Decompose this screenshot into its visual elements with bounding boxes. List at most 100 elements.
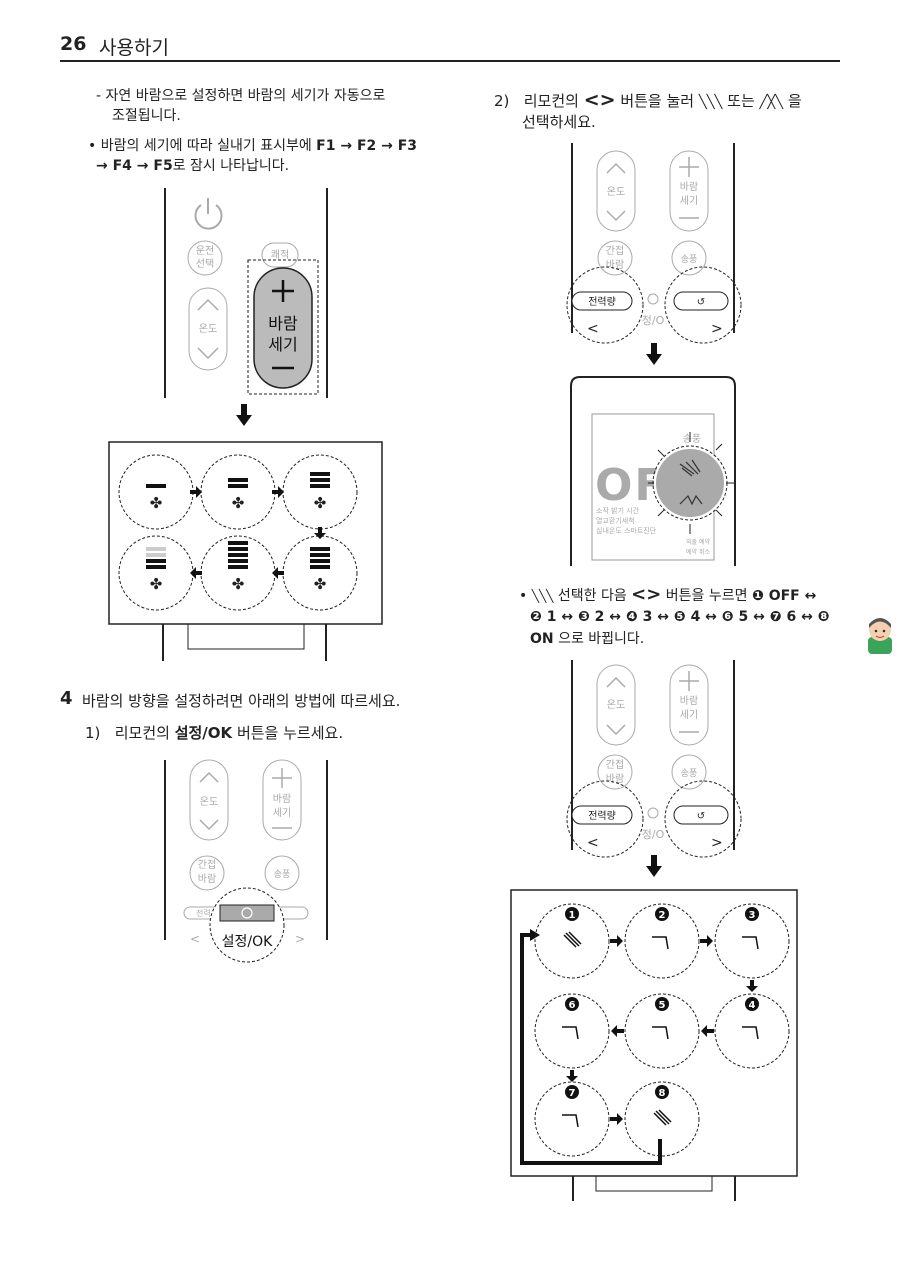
fan-level-circle (118, 454, 194, 530)
swing-icon (742, 1026, 759, 1040)
swing-icon (562, 1114, 579, 1128)
step-arrow (746, 980, 758, 992)
step-arrow (700, 935, 713, 947)
bullet-1-line-1: • 바람의 세기에 따라 실내기 표시부에 F1 → F2 → F3 (88, 138, 418, 154)
svg-text:송풍: 송풍 (681, 768, 698, 779)
remote-ok-figure: 온도 바람 세기 간접 바람 송풍 전력 < > 설정/OK (164, 759, 328, 963)
swing-icon (563, 931, 582, 948)
swing-icon (653, 1109, 672, 1126)
step-number-label: 8 (659, 1088, 666, 1099)
indoor-display-figure: 송풍 OFF 소작 밝기 시간 열교환기세척 실내온도 스마트진단 외출 예약 … (570, 376, 736, 566)
fan-level-bar (310, 559, 330, 563)
svg-text:간접: 간접 (198, 859, 216, 871)
svg-text:온도: 온도 (607, 186, 625, 198)
swing-step-circle (534, 903, 610, 979)
svg-text:정/O: 정/O (642, 314, 665, 327)
step-arrow (611, 1025, 624, 1037)
svg-text:송풍: 송풍 (681, 254, 698, 265)
svg-text:>: > (711, 321, 723, 337)
step-number-label: 5 (659, 1000, 666, 1011)
svg-text:전력량: 전력량 (588, 296, 616, 308)
fan-level-bar (146, 565, 166, 569)
step-number-badge (565, 997, 579, 1011)
fan-level-bar (310, 553, 330, 557)
step-number-badge (565, 907, 579, 921)
step-number-badge (655, 1085, 669, 1099)
note-line-2: 조절됩니다. (112, 108, 181, 124)
fan-level-bar (228, 484, 248, 488)
fan-level-bar (146, 484, 166, 488)
swing-icon (742, 936, 759, 950)
svg-text:세기: 세기 (273, 807, 291, 819)
svg-text:정/O: 정/O (642, 828, 665, 841)
swing-step-circle (624, 993, 700, 1069)
step-arrow (190, 567, 202, 579)
svg-text:바람: 바람 (680, 694, 698, 707)
svg-text:송풍: 송풍 (683, 433, 701, 445)
fan-level-bar (228, 541, 248, 545)
remote-swing-select-figure: 온도 바람 세기 간접 바람 송풍 정/O 전력량 < ↺ > (566, 143, 742, 344)
note-line-1: - 자연 바람으로 설정하면 바람의 세기가 자동으로 (96, 88, 386, 104)
step-4-number: 4 (60, 688, 73, 709)
svg-text:바람: 바람 (268, 314, 298, 333)
remote-fan-speed-figure: 운전 선택 쾌적 온도 바람 세기 (164, 188, 328, 398)
svg-text:<: < (587, 321, 599, 337)
svg-text:바람: 바람 (606, 772, 624, 785)
step-arrow (272, 486, 284, 498)
svg-text:전력량: 전력량 (588, 810, 616, 822)
swing-step-circle (534, 1081, 610, 1157)
svg-text:간접: 간접 (606, 759, 624, 771)
svg-text:>: > (711, 835, 723, 851)
fan-level-bar (310, 472, 330, 476)
swing-icon (652, 936, 669, 950)
fan-level-bar (146, 547, 166, 551)
step-number-label: 1 (569, 910, 576, 921)
fan-icon: ✤ (232, 494, 245, 512)
header-rule (60, 60, 840, 62)
bullet-2-line-3: ON 으로 바뀝니다. (530, 631, 645, 647)
svg-text:전력: 전력 (196, 908, 211, 918)
bullet-1-line-2: → F4 → F5로 잠시 나타납니다. (96, 158, 290, 174)
step-arrow (190, 486, 202, 498)
down-arrow-icon (646, 343, 662, 365)
down-arrow-icon (646, 855, 662, 877)
swing-icon: ╲╲╲ (531, 589, 554, 603)
svg-text:쾌적: 쾌적 (271, 249, 289, 261)
step-number-label: 2 (659, 910, 666, 921)
remote-swing-step-figure: 온도 바람 세기 간접 바람 송풍 정/O 전력량 < ↺ > (566, 660, 742, 858)
fan-icon: ✤ (232, 575, 245, 593)
mascot-icon (868, 618, 892, 654)
step-arrow (314, 527, 326, 539)
svg-text:바람: 바람 (606, 258, 624, 271)
svg-text:바람: 바람 (198, 872, 216, 885)
fan-level-circle (282, 454, 358, 530)
svg-text:열교환기세척: 열교환기세척 (596, 516, 635, 525)
svg-text:세기: 세기 (680, 195, 698, 207)
svg-text:설정/OK: 설정/OK (222, 934, 273, 950)
svg-text:실내온도 스마트진단: 실내온도 스마트진단 (596, 526, 657, 535)
bullet-2-line-1: • ╲╲╲ 선택한 다음 <> 버튼을 누르면 ❶ OFF ↔ (519, 584, 817, 605)
step-number-label: 4 (749, 1000, 756, 1011)
svg-text:외출 예약: 외출 예약 (686, 538, 710, 546)
swing-step-circle (714, 993, 790, 1069)
step-arrow (566, 1070, 578, 1082)
fan-level-bar (228, 547, 248, 551)
fan-level-bar (228, 565, 248, 569)
fan-level-bar (146, 559, 166, 563)
fan-level-bar (146, 553, 166, 557)
step-number-label: 6 (569, 1000, 576, 1011)
step-arrow (272, 567, 284, 579)
fan-icon: ✤ (150, 575, 163, 593)
fan-level-circle (200, 454, 276, 530)
swing-icon: ╲╲╲ (698, 95, 723, 110)
swing-icon (652, 1026, 669, 1040)
svg-text:바람: 바람 (273, 792, 291, 805)
fan-icon: ✤ (314, 494, 327, 512)
fan-speed-panel: ✤✤✤✤✤✤ (108, 441, 383, 661)
swing-step-circle (714, 903, 790, 979)
swing-horizontal-icon: ╱╳╲ (759, 95, 784, 110)
swing-icon (562, 1026, 579, 1040)
svg-text:운전: 운전 (196, 245, 214, 257)
step-number-label: 3 (749, 910, 756, 921)
page-number: 26 (60, 33, 87, 55)
